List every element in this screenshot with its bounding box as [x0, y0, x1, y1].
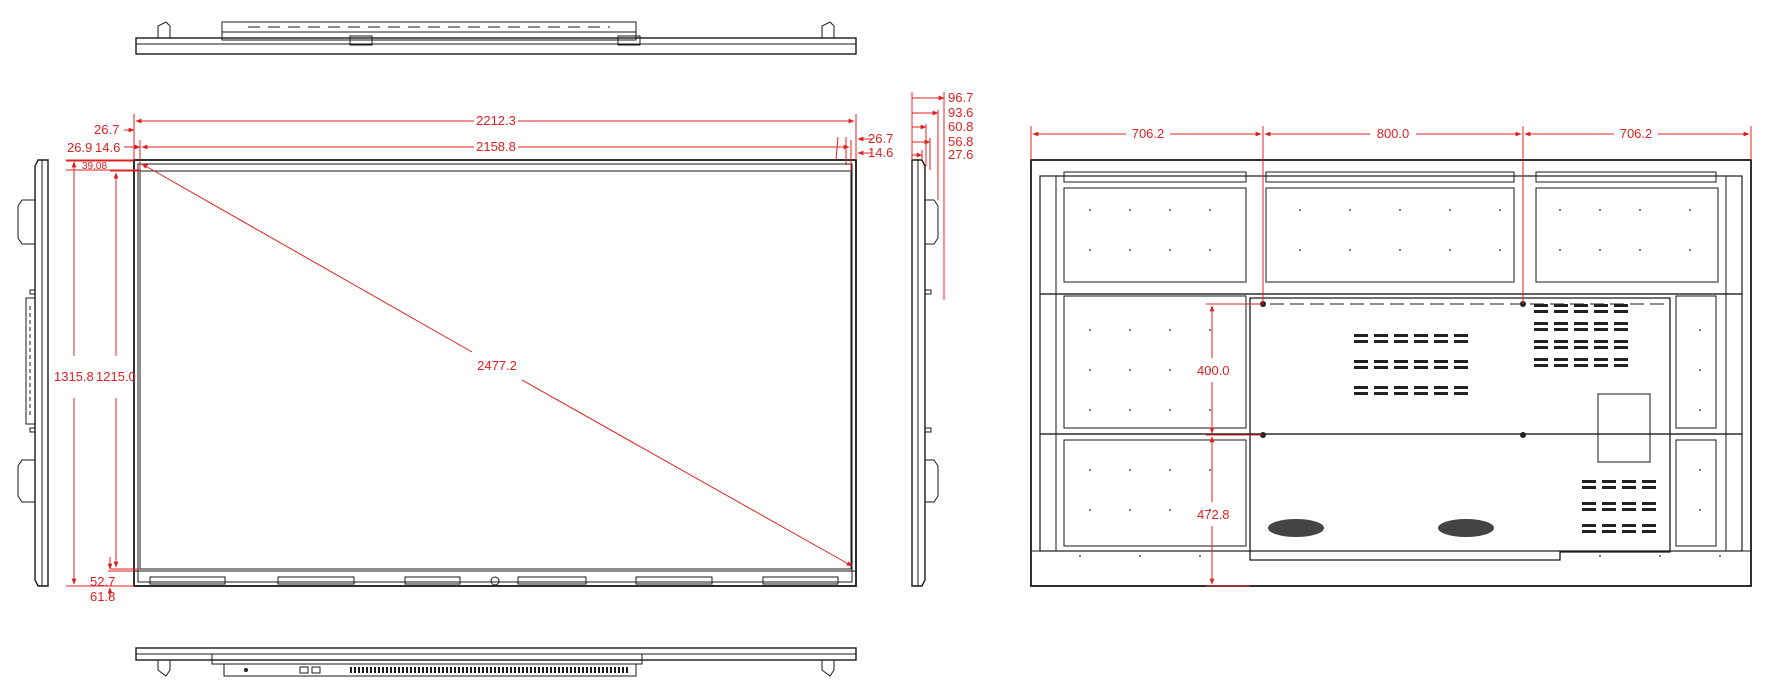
- vent-block-right-bottom: [1582, 480, 1656, 533]
- left-side-view: [17, 159, 49, 587]
- bottom-view: [135, 647, 857, 677]
- right-side-view: [911, 159, 939, 587]
- rear-right-offset-label: 706.2: [1620, 126, 1653, 141]
- depth-1-label: 96.7: [948, 90, 973, 105]
- bezel-right-outer-label: 26.7: [868, 131, 893, 146]
- vent-block-center: [1354, 334, 1468, 395]
- rear-view: [1030, 159, 1752, 587]
- screw-dots: [1079, 209, 1721, 557]
- bezel-top-label: 39.08: [82, 161, 107, 172]
- diagonal-label: 2477.2: [477, 358, 517, 373]
- rear-dimensions: 706.2 800.0 706.2 400.0 472.8: [1030, 126, 1752, 587]
- active-height-label: 1215.0: [96, 369, 136, 384]
- depth-4-label: 56.8: [948, 134, 973, 149]
- bezel-bottom-outer-label: 61.8: [90, 589, 115, 604]
- depth-3-label: 60.8: [948, 119, 973, 134]
- vesa-hole-bottom-right: [1520, 432, 1526, 438]
- vesa-height-label: 400.0: [1197, 363, 1230, 378]
- bezel-left-inner-label: 14.6: [95, 140, 120, 155]
- bezel-bottom-inner-label: 52.7: [90, 574, 115, 589]
- overall-height-label: 1315.8: [54, 369, 94, 384]
- front-view: [133, 159, 857, 587]
- depth-2-label: 93.6: [948, 105, 973, 120]
- vesa-width-label: 800.0: [1377, 126, 1410, 141]
- depth-5-label: 27.6: [948, 147, 973, 162]
- bezel-left-total-label: 26.9: [67, 140, 92, 155]
- vesa-bottom-offset-label: 472.8: [1197, 507, 1230, 522]
- vent-block-right-top: [1534, 304, 1628, 367]
- rear-left-offset-label: 706.2: [1132, 126, 1165, 141]
- bezel-right-inner-label: 14.6: [868, 145, 893, 160]
- bezel-left-outer-label: 26.7: [94, 122, 119, 137]
- overall-width-label: 2212.3: [476, 113, 516, 128]
- side-dimensions: 96.7 93.6 60.8 56.8 27.6: [911, 90, 973, 300]
- top-view: [135, 21, 857, 55]
- front-dimensions: 2212.3 2158.8 26.7 26.9 14.6 26.7 14.6 3…: [54, 113, 893, 604]
- active-width-label: 2158.8: [476, 139, 516, 154]
